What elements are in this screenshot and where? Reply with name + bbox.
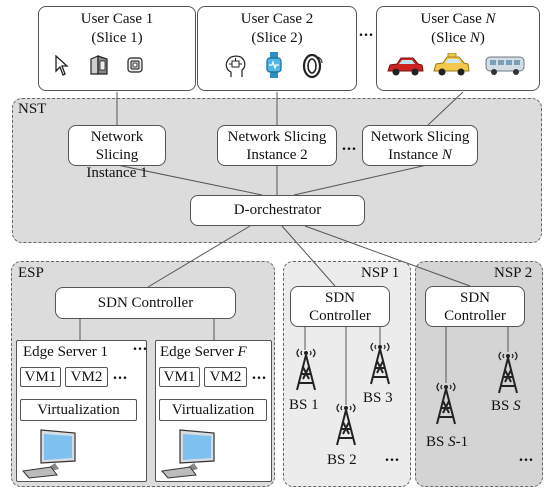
nsp2-label: NSP 2 bbox=[494, 265, 533, 281]
nsp1-ellipsis: ... bbox=[385, 448, 400, 465]
red-car-icon bbox=[387, 57, 424, 76]
slicing-instance-2: Network Slicing Instance 2 bbox=[217, 125, 337, 166]
nsp1-label: NSP 1 bbox=[361, 265, 400, 281]
taxi-icon bbox=[433, 53, 470, 76]
edge-server-ellipsis: ... bbox=[133, 337, 148, 354]
nsp2-ellipsis: ... bbox=[519, 448, 534, 465]
monitor-icon bbox=[22, 429, 76, 479]
bs3-label: BS 3 bbox=[363, 390, 393, 406]
nsp1-controller-line1: SDN bbox=[324, 290, 355, 306]
slicing-instance-2-line2: Instance 2 bbox=[246, 147, 308, 163]
cursor-icon bbox=[55, 55, 69, 76]
edge-server-1-virtualization: Virtualization bbox=[20, 399, 137, 421]
user-case-2-box: User Case 2 (Slice 2) bbox=[197, 6, 357, 91]
tower-icon bbox=[498, 351, 518, 394]
slicing-instance-n: Network Slicing Instance N bbox=[362, 125, 478, 166]
edge-server-f: Edge Server F VM1 VM2 ... Virtualization bbox=[155, 340, 272, 482]
user-case-2-title: User Case 2 bbox=[240, 11, 314, 27]
d-orchestrator: D-orchestrator bbox=[190, 195, 365, 226]
user-case-n-title: User Case bbox=[420, 11, 486, 27]
nsp1-controller-line2: Controller bbox=[309, 308, 371, 324]
user-case-2-slice: (Slice 2) bbox=[251, 30, 303, 46]
edge-server-1-title: Edge Server 1 bbox=[23, 344, 108, 360]
bs-s-minus-1-prefix: BS bbox=[426, 434, 449, 450]
bs1-label: BS 1 bbox=[289, 397, 319, 413]
user-case-n-box: User Case N (Slice N) bbox=[376, 6, 540, 91]
nsp2-controller-line2: Controller bbox=[444, 308, 506, 324]
smartwatch-icon bbox=[266, 52, 282, 78]
user-case-1-slice: (Slice 1) bbox=[91, 30, 143, 46]
edge-server-f-virtualization: Virtualization bbox=[159, 399, 267, 421]
slicing-instance-1: Network Slicing Instance 1 bbox=[68, 125, 166, 181]
brain-chip-icon bbox=[225, 55, 246, 77]
phone-icon bbox=[90, 55, 108, 75]
slicing-instance-2-line1: Network Slicing bbox=[227, 129, 327, 145]
slicing-instance-1-line2: Instance 1 bbox=[86, 165, 148, 181]
user-case-n-slice-var: N bbox=[469, 30, 480, 46]
edge-server-f-vm-ellipsis: ... bbox=[252, 366, 267, 383]
wireless-ring-icon bbox=[302, 53, 323, 79]
edge-server-f-vm2: VM2 bbox=[204, 367, 247, 387]
edge-server-f-title: Edge Server F bbox=[160, 344, 247, 360]
bs-s-minus-1-label: BS S-1 bbox=[426, 434, 468, 450]
bs2-label: BS 2 bbox=[327, 452, 357, 468]
bus-icon bbox=[485, 56, 525, 75]
user-case-n-slice-suffix: ) bbox=[479, 30, 485, 46]
bs-s-prefix: BS bbox=[491, 398, 514, 414]
slicing-ellipsis: ... bbox=[342, 137, 357, 154]
tower-icon bbox=[436, 382, 456, 425]
user-case-1-title: User Case 1 bbox=[80, 11, 154, 27]
user-case-n-var: N bbox=[485, 11, 496, 27]
monitor-icon bbox=[161, 429, 215, 479]
tablet-icon bbox=[127, 57, 143, 73]
edge-server-f-vm1: VM1 bbox=[159, 367, 200, 387]
edge-server-1: Edge Server 1 VM1 VM2 ... Virtualization bbox=[16, 340, 147, 482]
slicing-instance-n-line1: Network Slicing bbox=[370, 129, 470, 145]
edge-server-1-vm1: VM1 bbox=[20, 367, 61, 387]
nsp1-sdn-controller: SDN Controller bbox=[290, 286, 390, 327]
edge-server-1-vm-ellipsis: ... bbox=[113, 366, 128, 383]
bs-s-minus-1-var: S bbox=[448, 434, 456, 450]
nsp2-sdn-controller: SDN Controller bbox=[425, 286, 525, 327]
nst-label: NST bbox=[18, 101, 47, 117]
slicing-instance-1-line1: Network Slicing bbox=[90, 129, 144, 163]
edge-server-f-title-prefix: Edge Server bbox=[160, 344, 238, 360]
user-case-ellipsis: ... bbox=[359, 23, 374, 40]
edge-server-1-vm2: VM2 bbox=[65, 367, 108, 387]
tower-icon bbox=[370, 342, 390, 385]
bs-s-var: S bbox=[513, 398, 521, 414]
bs-s-label: BS S bbox=[491, 398, 521, 414]
edge-server-f-var: F bbox=[237, 344, 247, 360]
bs-s-minus-1-suffix: -1 bbox=[455, 434, 469, 450]
tower-icon bbox=[336, 403, 356, 446]
user-case-1-box: User Case 1 (Slice 1) bbox=[38, 6, 196, 91]
esp-label: ESP bbox=[18, 265, 44, 281]
user-case-n-slice-prefix: (Slice bbox=[431, 30, 470, 46]
slicing-instance-n-line2: Instance bbox=[388, 147, 442, 163]
nsp2-controller-line1: SDN bbox=[459, 290, 490, 306]
slicing-instance-n-var: N bbox=[441, 147, 452, 163]
esp-sdn-controller: SDN Controller bbox=[55, 287, 236, 319]
tower-icon bbox=[296, 348, 316, 391]
